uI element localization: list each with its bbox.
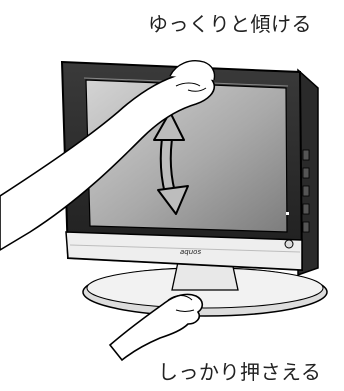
sensor-light-icon xyxy=(286,212,289,215)
tv-brand-logo: aquos xyxy=(180,248,201,256)
power-indicator-icon xyxy=(285,240,293,248)
